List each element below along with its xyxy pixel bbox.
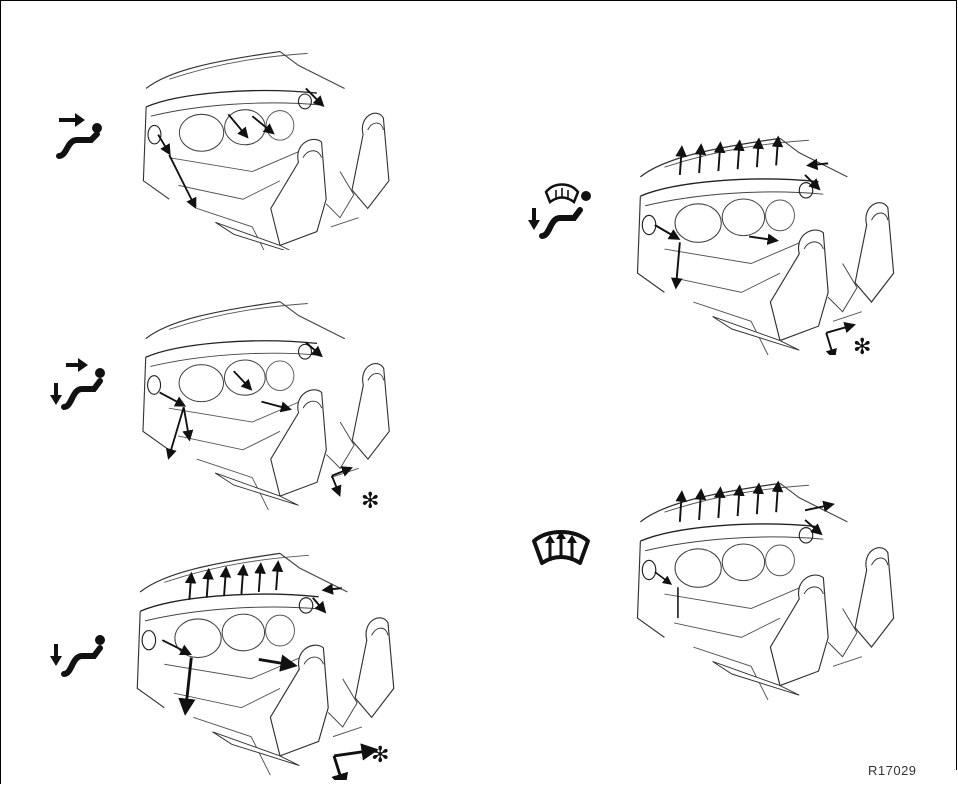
bi-level-vent-icon — [50, 355, 115, 415]
frame-right-edge — [956, 0, 957, 770]
figure-reference-code: R17029 — [868, 763, 917, 778]
airflow-panel-defrost — [630, 440, 930, 700]
foot-vent-icon — [50, 630, 115, 680]
rear-vent-note-symbol-foot-defrost: ✻ — [853, 337, 871, 359]
foot-defrost-vent-icon — [528, 178, 598, 243]
rear-vent-note-symbol-foot: ✻ — [371, 745, 389, 767]
airflow-panel-face — [130, 10, 430, 250]
windshield-defrost-icon — [530, 527, 592, 577]
airflow-panel-foot — [130, 510, 430, 780]
airflow-panel-foot-defrost — [630, 95, 930, 355]
airflow-panel-bi-level — [130, 260, 430, 510]
face-vent-icon — [55, 108, 115, 163]
